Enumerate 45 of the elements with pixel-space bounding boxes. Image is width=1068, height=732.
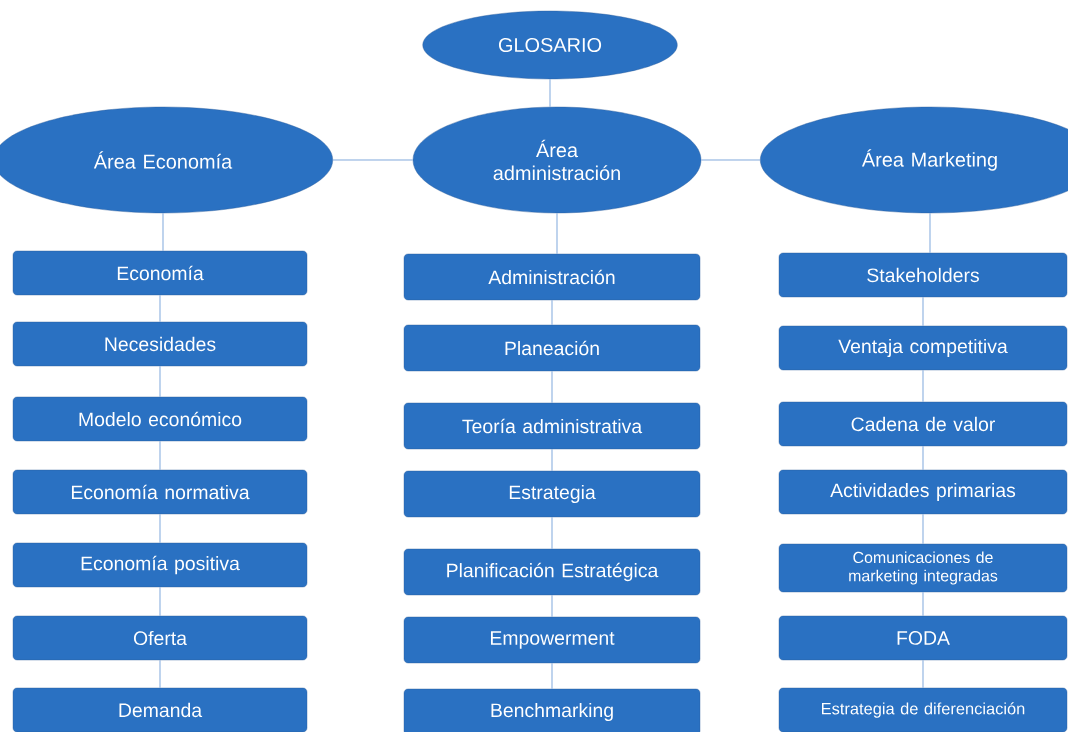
connector-line — [551, 299, 553, 326]
connector-line — [929, 212, 931, 254]
connector-line — [332, 159, 414, 161]
connector-line — [159, 440, 161, 471]
connector-line — [551, 594, 553, 618]
connector-line — [700, 159, 761, 161]
term-box: Necesidades — [12, 321, 308, 367]
term-box: Demanda — [12, 687, 308, 732]
term-box: Economía positiva — [12, 542, 308, 588]
term-box: Modelo económico — [12, 396, 308, 442]
term-box: FODA — [778, 615, 1068, 661]
connector-line — [922, 513, 924, 545]
connector-line — [922, 296, 924, 327]
connector-line — [551, 448, 553, 472]
term-box: Oferta — [12, 615, 308, 661]
term-box: Estrategia de diferenciación — [778, 687, 1068, 732]
connector-line — [551, 370, 553, 404]
connector-line — [556, 212, 558, 255]
term-box: Administración — [403, 253, 701, 301]
term-box: Planeación — [403, 324, 701, 372]
connector-line — [159, 659, 161, 689]
term-box: Economía — [12, 250, 308, 296]
connector-line — [159, 294, 161, 323]
connector-line — [159, 586, 161, 617]
connector-line — [551, 516, 553, 550]
term-box: Estrategia — [403, 470, 701, 518]
connector-line — [551, 662, 553, 690]
connector-line — [922, 369, 924, 403]
connector-line — [922, 445, 924, 471]
term-box: Planificación Estratégica — [403, 548, 701, 596]
connector-line — [549, 78, 551, 108]
term-box: Benchmarking — [403, 688, 701, 732]
term-box: Economía normativa — [12, 469, 308, 515]
connector-line — [922, 591, 924, 617]
connector-line — [159, 365, 161, 398]
term-box: Cadena de valor — [778, 401, 1068, 447]
term-box: Teoría administrativa — [403, 402, 701, 450]
term-box: Actividades primarias — [778, 469, 1068, 515]
connector-line — [922, 659, 924, 689]
connector-line — [162, 212, 164, 252]
connector-line — [159, 513, 161, 544]
term-box: Comunicaciones de marketing integradas — [778, 543, 1068, 593]
term-box: Empowerment — [403, 616, 701, 664]
term-box: Stakeholders — [778, 252, 1068, 298]
term-box: Ventaja competitiva — [778, 325, 1068, 371]
